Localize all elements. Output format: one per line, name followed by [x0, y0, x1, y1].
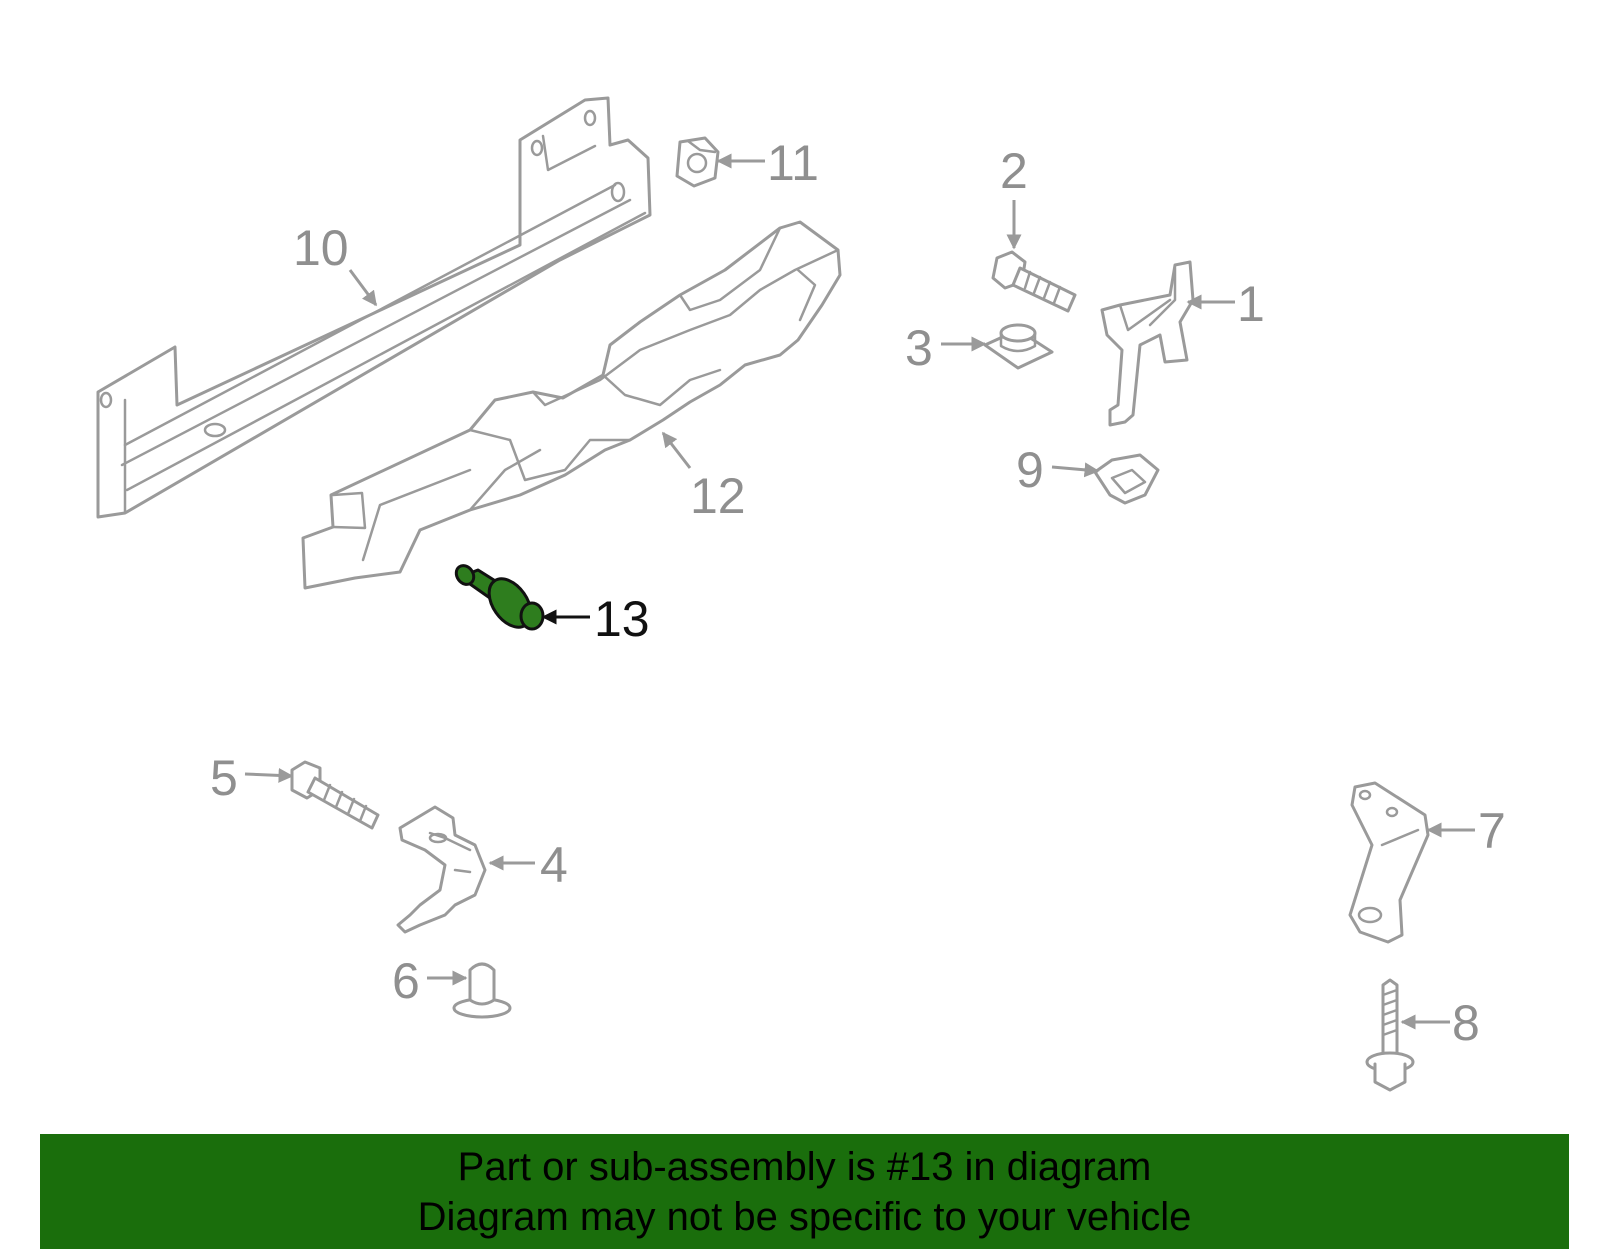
- callout-12-number: 12: [690, 468, 746, 524]
- callout-12-arrow: [661, 431, 692, 469]
- part-13-bolt[interactable]: [453, 562, 545, 635]
- part-3-retainer[interactable]: [983, 323, 1054, 370]
- callout-5: 5: [210, 750, 294, 806]
- callout-6: 6: [392, 953, 468, 1009]
- callout-7-number: 7: [1478, 803, 1506, 859]
- callout-13: 13: [541, 591, 650, 647]
- part-4-bracket[interactable]: [396, 805, 487, 934]
- callout-2: 2: [1000, 143, 1028, 250]
- callout-10: 10: [293, 220, 378, 307]
- part-11-nut[interactable]: [675, 136, 720, 188]
- part-5-bolt[interactable]: [290, 760, 380, 830]
- callout-1: 1: [1186, 276, 1265, 332]
- callout-13-number: 13: [594, 591, 650, 647]
- part-1-bracket[interactable]: [1100, 260, 1195, 427]
- part-7-bracket[interactable]: [1348, 781, 1430, 944]
- part-2-bolt[interactable]: [991, 250, 1077, 313]
- callout-3-number: 3: [905, 320, 933, 376]
- callout-11: 11: [716, 135, 819, 191]
- callout-9-number: 9: [1016, 442, 1044, 498]
- banner-line-2: Diagram may not be specific to your vehi…: [417, 1195, 1192, 1239]
- callout-7: 7: [1426, 803, 1506, 859]
- callout-9: 9: [1016, 442, 1100, 498]
- callout-10-arrow: [348, 269, 378, 307]
- callout-3: 3: [905, 320, 987, 376]
- callout-8: 8: [1400, 995, 1480, 1051]
- callout-5-arrow: [244, 767, 294, 783]
- callout-2-number: 2: [1000, 143, 1028, 199]
- callout-5-number: 5: [210, 750, 238, 806]
- callout-4: 4: [488, 837, 568, 893]
- part-9-pad[interactable]: [1093, 453, 1160, 505]
- banner-line-1: Part or sub-assembly is #13 in diagram: [457, 1145, 1152, 1189]
- callout-4-number: 4: [540, 837, 568, 893]
- part-10-reinforcement-beam[interactable]: [96, 96, 652, 519]
- part-8-stud-bolt[interactable]: [1365, 978, 1415, 1092]
- callout-12: 12: [661, 431, 746, 524]
- info-banner: Part or sub-assembly is #13 in diagram D…: [40, 1134, 1569, 1249]
- callout-1-number: 1: [1237, 276, 1265, 332]
- callout-6-number: 6: [392, 953, 420, 1009]
- part-12-energy-absorber[interactable]: [301, 220, 842, 590]
- callout-9-arrow: [1051, 462, 1100, 478]
- callout-10-number: 10: [293, 220, 349, 276]
- callout-11-number: 11: [767, 135, 819, 191]
- callout-8-number: 8: [1452, 995, 1480, 1051]
- part-6-push-pin[interactable]: [452, 962, 512, 1019]
